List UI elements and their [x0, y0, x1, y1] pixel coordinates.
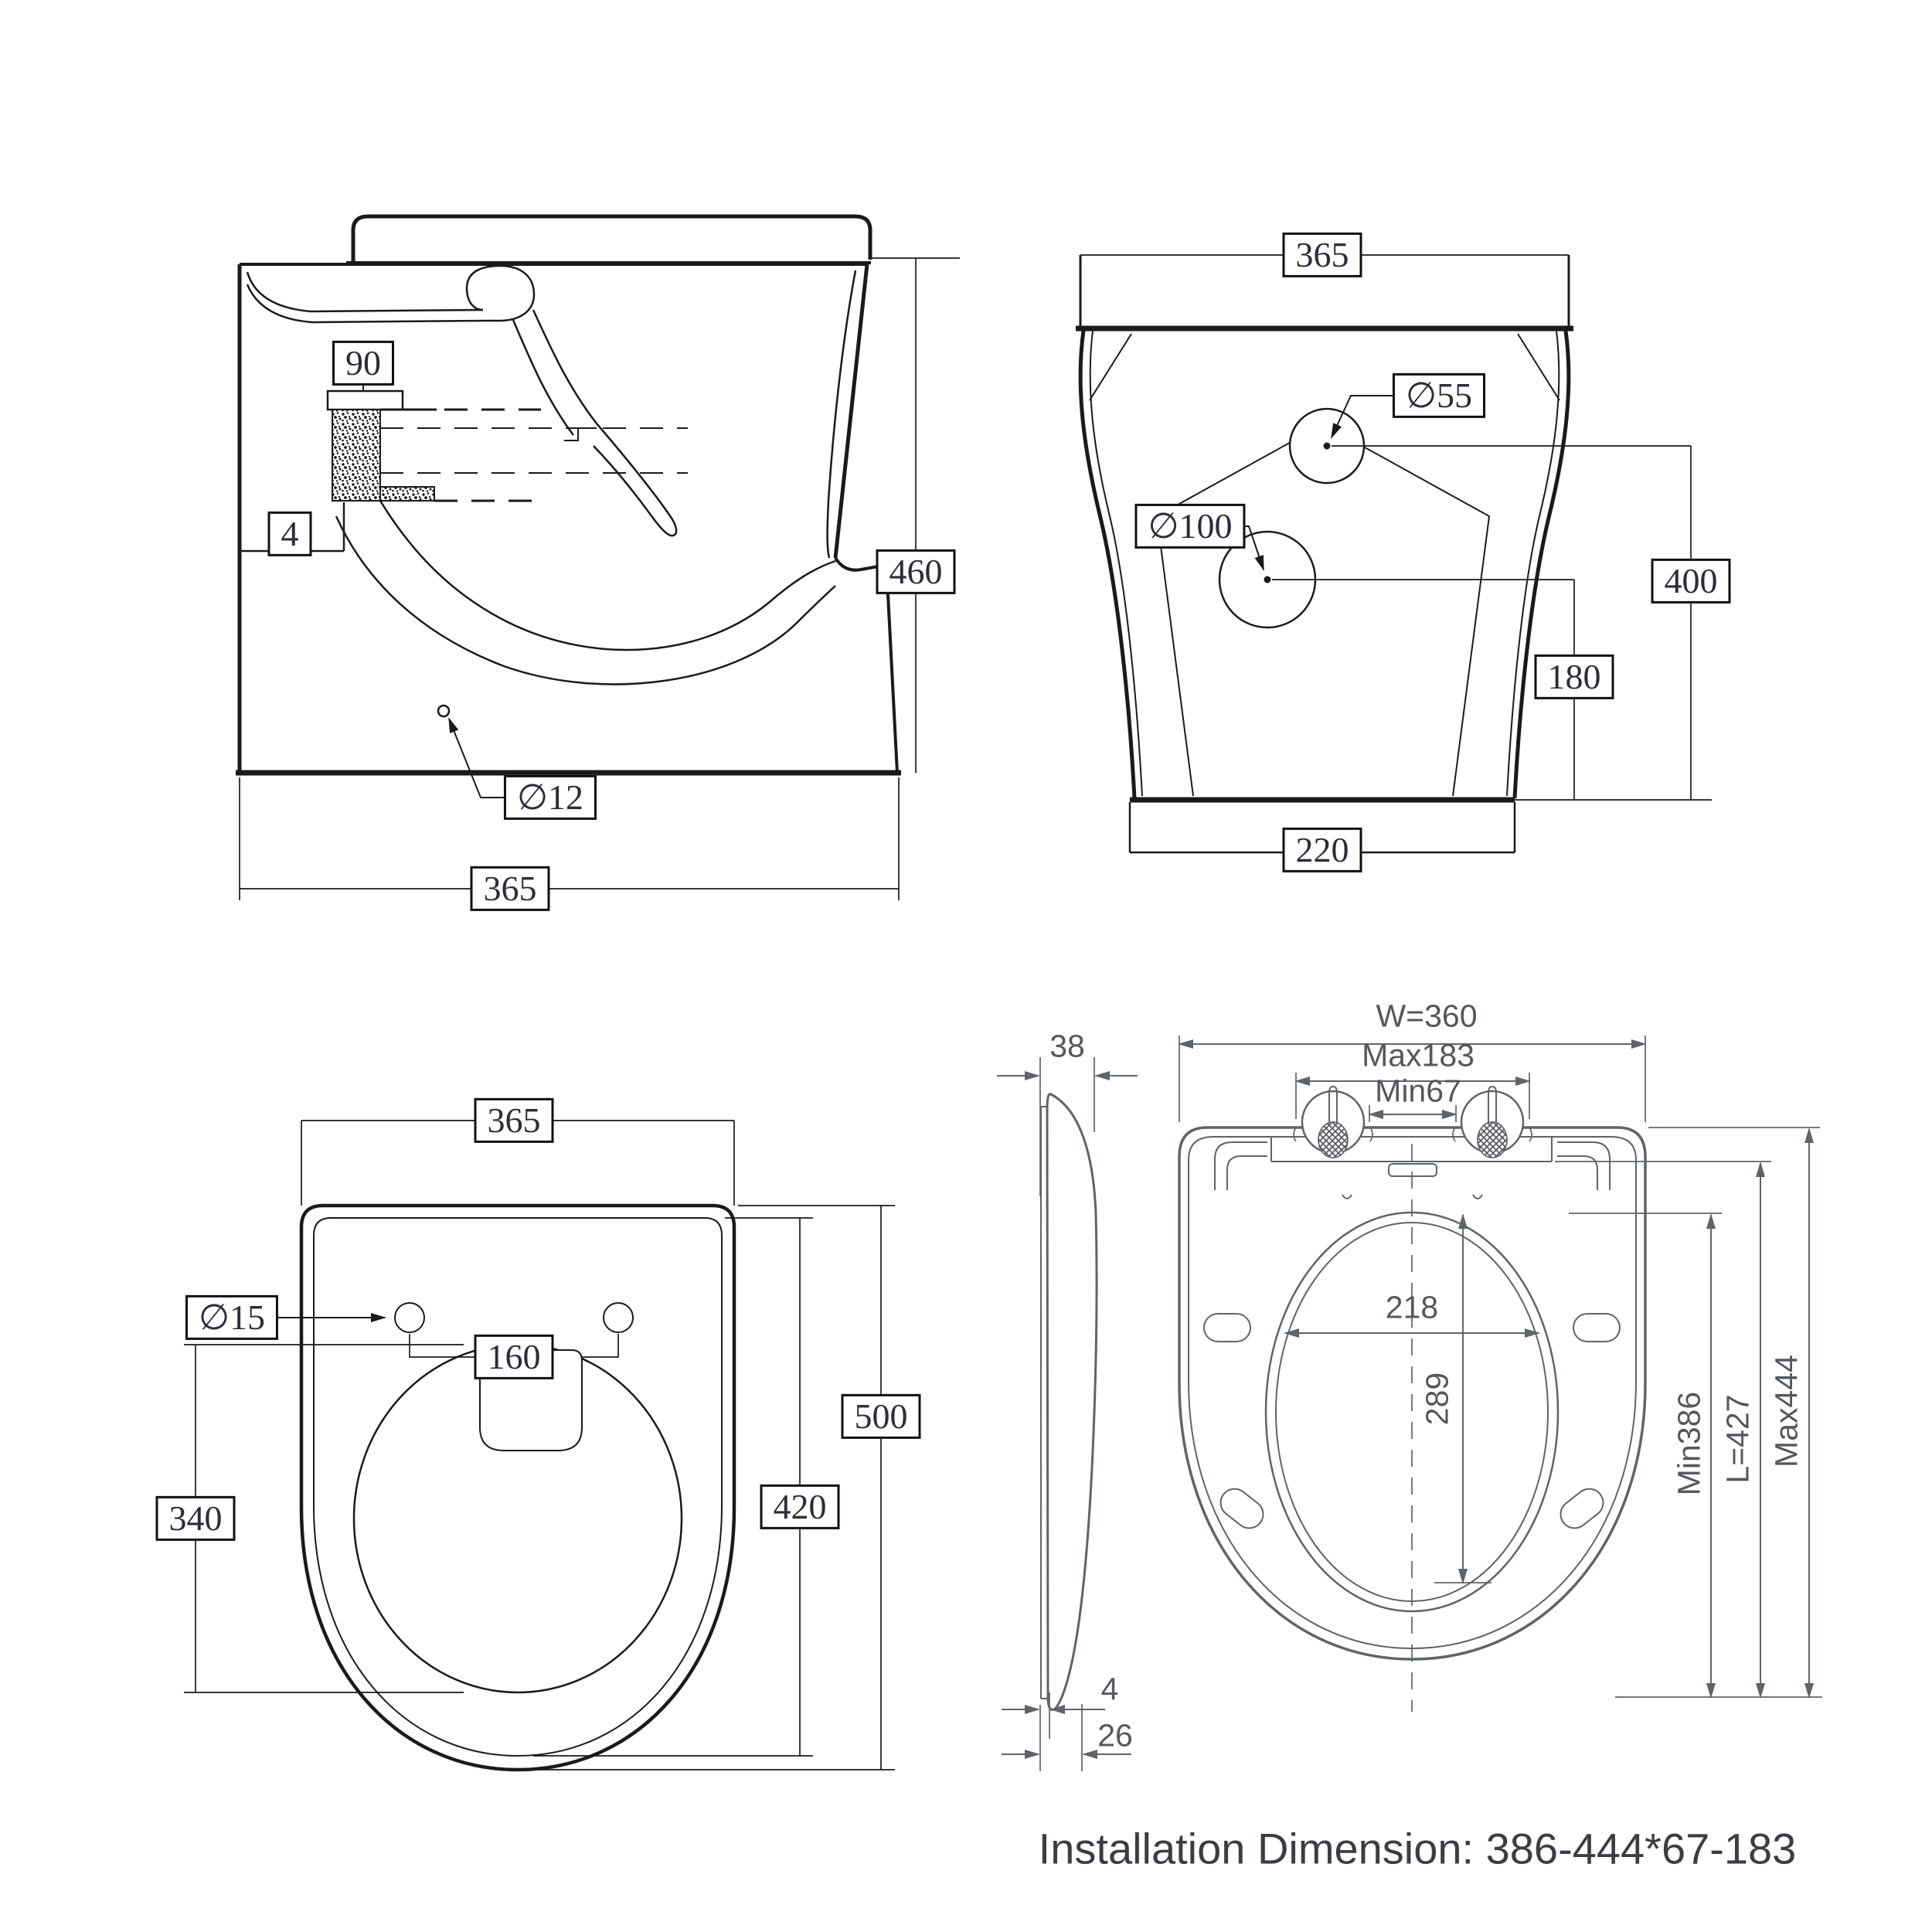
bumper-slot — [1573, 1313, 1621, 1342]
dim-opening-length: 289 — [1419, 1372, 1455, 1426]
body-left-edge — [1078, 330, 1137, 799]
dim-base-width: 220 — [1282, 827, 1362, 873]
dim-hinge-hole: ∅15 — [185, 1294, 279, 1341]
plan-inner-outline — [313, 1217, 723, 1757]
hinge-hole-left — [394, 1302, 425, 1333]
seal-block — [332, 409, 381, 502]
dim-opening-width: 218 — [1385, 1289, 1439, 1325]
dim-outlet-height: 180 — [1534, 654, 1614, 700]
dim-inlet-dia: ∅55 — [1392, 372, 1486, 419]
dim-seal-width: 90 — [332, 340, 394, 386]
side-section-drawing — [236, 214, 960, 900]
inlet-leader — [1331, 395, 1396, 439]
dim-plan-width: 365 — [474, 1097, 554, 1144]
back-panel-right — [1322, 423, 1491, 797]
dim-fixing-hole: ∅12 — [503, 774, 597, 821]
floor-fixing-hole — [437, 704, 451, 718]
body-right-edge — [1512, 330, 1571, 799]
dim-hinge-min: Min67 — [1375, 1073, 1461, 1109]
dim-base-offset: 26 — [1097, 1717, 1133, 1753]
dim-wall-gap: 4 — [267, 511, 312, 557]
dim-bowl-length: 340 — [155, 1495, 236, 1542]
lid-outline — [351, 214, 872, 263]
dim-seat-width: W=360 — [1376, 998, 1478, 1034]
hinge-hole-right — [603, 1302, 634, 1333]
dim-length-min: Min386 — [1671, 1391, 1707, 1496]
seal-cap — [326, 389, 404, 411]
dim-seat-thickness: 38 — [1049, 1028, 1085, 1064]
dim-length-max: Max444 — [1768, 1355, 1804, 1468]
dim-hinge-spacing: 160 — [474, 1334, 554, 1380]
dim-plan-depth: 500 — [841, 1393, 921, 1440]
bumper-slot — [1203, 1313, 1251, 1342]
bumper-slot — [1219, 1488, 1264, 1529]
hinge-center-tab — [1388, 1163, 1437, 1177]
dim-plate-thickness: 4 — [1100, 1671, 1119, 1707]
plan-outer-outline — [299, 1203, 736, 1772]
seat-view-drawing — [997, 1036, 1822, 1771]
seat-profile — [1046, 1093, 1098, 1711]
dim-height-460: 460 — [876, 549, 956, 595]
installation-dimension-caption: Installation Dimension: 386-444*67-183 — [1038, 1824, 1797, 1873]
dim-length: L=427 — [1719, 1394, 1756, 1484]
dim-plan-inner: 420 — [760, 1484, 840, 1530]
bumper-slot — [1560, 1488, 1604, 1529]
dim-rear-width: 365 — [1282, 232, 1362, 278]
dim-hinge-max: Max183 — [1362, 1037, 1475, 1073]
dim-inlet-height: 400 — [1651, 558, 1731, 604]
rear-view-drawing — [1076, 254, 1712, 854]
fixing-hole-leader — [448, 717, 506, 798]
dim-depth-365: 365 — [470, 866, 550, 912]
plan-view-drawing — [184, 1120, 895, 1772]
seat-opening-outer — [1264, 1211, 1560, 1613]
dim-outlet-dia: ∅100 — [1134, 503, 1246, 549]
